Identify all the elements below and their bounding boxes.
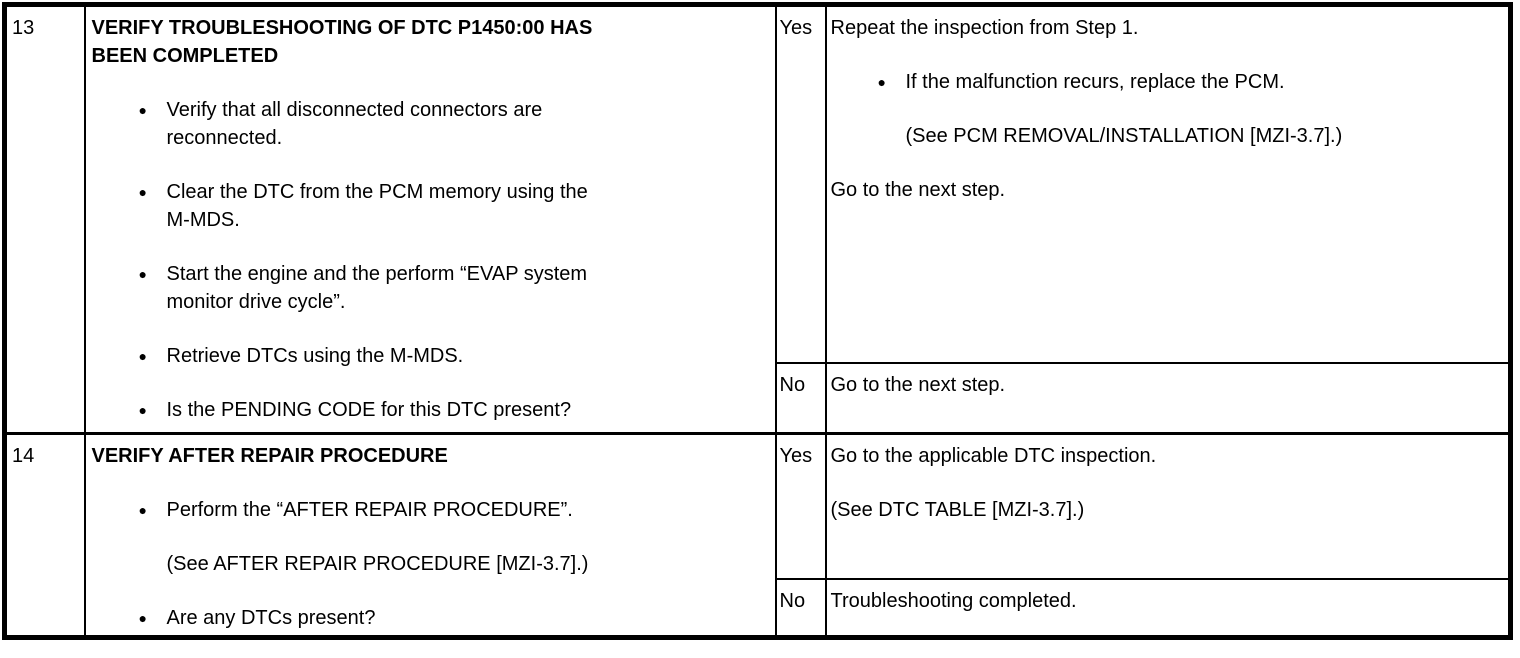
bullet-item: ● Clear the DTC from the PCM memory using… (92, 178, 771, 234)
bullet-icon: ● (877, 74, 886, 90)
action-text: Repeat the inspection from Step 1. (830, 17, 1139, 39)
step-number: 13 (12, 17, 35, 39)
bullet-item: ● Are any DTCs present? (92, 604, 771, 632)
table-row-step14-yes: 14 VERIFY AFTER REPAIR PROCEDURE ● Perfor… (3, 432, 1512, 639)
action-text: Go to the next step. (830, 179, 1006, 201)
bullet-text: Is the PENDING CODE for this DTC present… (166, 399, 572, 421)
inspection-cell: VERIFY AFTER REPAIR PROCEDURE ● Perform t… (83, 432, 777, 639)
bullet-item: ● Retrieve DTCs using the M-MDS. (92, 342, 771, 370)
no-action-cell: Go to the next step. (824, 361, 1512, 435)
yes-label-cell: Yes (774, 432, 827, 580)
bullet-icon: ● (138, 502, 147, 518)
bullet-icon: ● (138, 348, 147, 364)
yes-label: Yes (779, 17, 813, 39)
action-text: Go to the applicable DTC inspection. (830, 445, 1157, 467)
table-row-step13-yes: 13 VERIFY TROUBLESHOOTING OF DTC P1450:0… (3, 3, 1512, 435)
step-number-cell: 13 (3, 3, 86, 435)
bullet-item: ● Start the engine and the perform “EVAP … (92, 260, 771, 316)
bullet-text: Verify that all disconnected connectors … (166, 99, 543, 149)
bullet-text: Are any DTCs present? (166, 607, 376, 629)
bullet-icon: ● (138, 184, 147, 200)
bullet-icon: ● (138, 610, 147, 626)
step-number: 14 (12, 445, 35, 467)
reference-note: (See DTC TABLE [MZI-3.7].) (830, 499, 1085, 521)
reference-note: (See PCM REMOVAL/INSTALLATION [MZI-3.7].… (905, 125, 1343, 147)
no-action-cell: Troubleshooting completed. (824, 577, 1512, 639)
yes-action-cell: Repeat the inspection from Step 1. ● If t… (824, 3, 1512, 364)
yes-action-cell: Go to the applicable DTC inspection. (Se… (824, 432, 1512, 580)
bullet-item: ● If the malfunction recurs, replace the … (831, 68, 1505, 96)
bullet-icon: ● (138, 266, 147, 282)
bullet-text: Clear the DTC from the PCM memory using … (166, 181, 588, 231)
bullet-text: If the malfunction recurs, replace the P… (905, 71, 1285, 93)
table-row-step14-no: No Troubleshooting completed. (5, 577, 1512, 639)
yes-label-cell: Yes (774, 3, 827, 364)
action-text: Troubleshooting completed. (830, 589, 1077, 612)
step-number-cell: 14 (3, 432, 86, 639)
no-label-cell: No (774, 361, 827, 435)
manual-page: 13 VERIFY TROUBLESHOOTING OF DTC P1450:0… (2, 2, 1513, 640)
bullet-icon: ● (138, 102, 147, 118)
bullet-icon: ● (138, 402, 147, 418)
bullet-item: ● Is the PENDING CODE for this DTC presen… (92, 396, 771, 424)
inspection-cell: VERIFY TROUBLESHOOTING OF DTC P1450:00 H… (83, 3, 777, 435)
reference-note: (See AFTER REPAIR PROCEDURE [MZI-3.7].) (166, 553, 589, 575)
bullet-text: Perform the “AFTER REPAIR PROCEDURE”. (166, 499, 573, 521)
troubleshooting-table: 13 VERIFY TROUBLESHOOTING OF DTC P1450:0… (2, 2, 1513, 640)
bullet-item: ● Perform the “AFTER REPAIR PROCEDURE”. (92, 496, 771, 524)
table-row-step13-no: No Go to the next step. (5, 361, 1512, 435)
bullet-text: Start the engine and the perform “EVAP s… (166, 263, 588, 313)
yes-label: Yes (779, 445, 813, 467)
action-text: Go to the next step. (830, 373, 1006, 396)
no-label: No (779, 589, 806, 612)
bullet-text: Retrieve DTCs using the M-MDS. (166, 345, 464, 367)
no-label: No (779, 373, 806, 396)
inspection-title: VERIFY TROUBLESHOOTING OF DTC P1450:00 H… (91, 17, 593, 67)
no-label-cell: No (774, 577, 827, 639)
bullet-item: ● Verify that all disconnected connectors… (92, 96, 771, 152)
inspection-title: VERIFY AFTER REPAIR PROCEDURE (91, 445, 448, 467)
